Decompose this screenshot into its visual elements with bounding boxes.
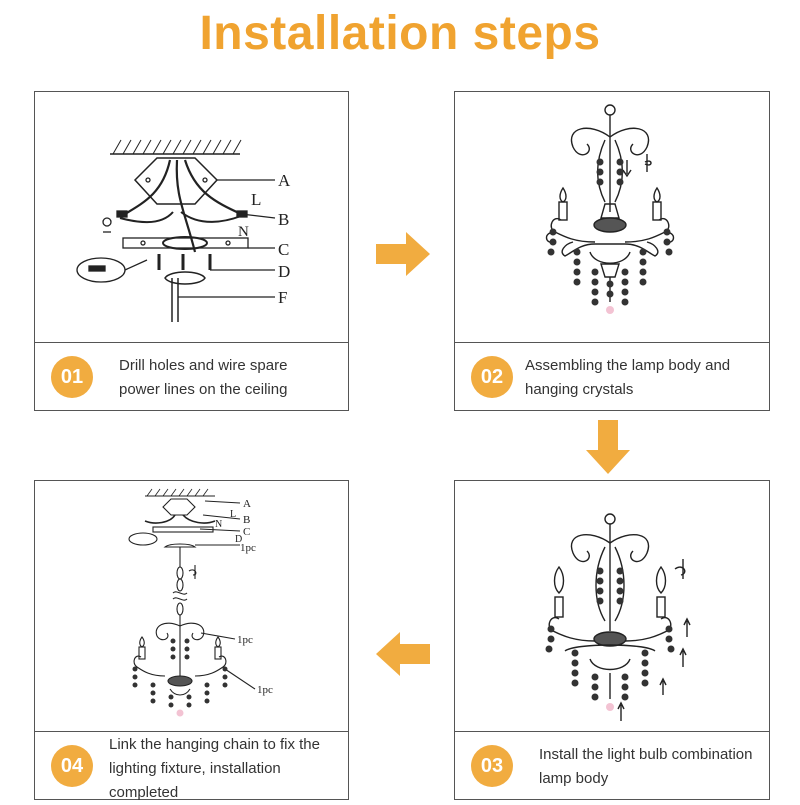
label-d: D (235, 534, 242, 545)
label-c: C (243, 526, 250, 538)
label-l: L (251, 190, 261, 209)
page-title: Installation steps (199, 7, 601, 60)
card-divider (35, 342, 348, 343)
label-c: C (278, 240, 289, 259)
caption-line: lamp body (539, 770, 609, 787)
card-divider (455, 731, 769, 732)
label-1pc: 1pc (240, 542, 256, 554)
step-card-1: A L B N C D F 01 Drill holes and wire sp… (34, 91, 349, 411)
label-b: B (278, 210, 289, 229)
caption-line: hanging crystals (525, 381, 634, 398)
label-l: L (230, 509, 236, 520)
caption-line: power lines on the ceiling (119, 381, 288, 398)
step-caption: Install the light bulb combination lamp … (539, 743, 752, 791)
step-caption: Assembling the lamp body and hanging cry… (525, 354, 730, 402)
step-number-badge: 04 (51, 745, 93, 787)
arrow-down-icon (586, 420, 630, 474)
step-card-2: 02 Assembling the lamp body and hanging … (454, 91, 770, 411)
card-divider (455, 342, 769, 343)
label-a: A (278, 171, 291, 190)
label-d: D (278, 262, 290, 281)
caption-line: Install the light bulb combination (539, 746, 753, 763)
caption-line: Link the hanging chain to fix the (109, 736, 320, 753)
caption-line: completed (109, 784, 179, 801)
step-card-3: 03 Install the light bulb combination la… (454, 480, 770, 800)
crystal-ball-icon (606, 306, 614, 314)
step-caption: Link the hanging chain to fix the lighti… (109, 733, 320, 805)
caption-line: Drill holes and wire spare (119, 357, 288, 374)
ceiling-wiring-diagram: A L B N C D F (76, 139, 291, 322)
label-a: A (243, 498, 251, 510)
label-b: B (243, 514, 250, 526)
caption-line: lighting fixture, installation (109, 760, 281, 777)
step-number-badge: 03 (471, 745, 513, 787)
card-divider (35, 731, 348, 732)
hanging-chain-diagram: A L B N C D 1pc 1pc 1pc (128, 488, 273, 717)
lamp-body-diagram (545, 104, 675, 314)
label-1pc: 1pc (257, 684, 273, 696)
label-f: F (278, 288, 287, 307)
bulb-installation-diagram (545, 513, 691, 721)
arrow-left-icon (376, 632, 430, 676)
label-1pc: 1pc (237, 634, 253, 646)
label-n: N (215, 519, 222, 530)
arrow-right-icon (376, 232, 430, 276)
step-number-badge: 01 (51, 356, 93, 398)
caption-line: Assembling the lamp body and (525, 357, 731, 374)
step-number-badge: 02 (471, 356, 513, 398)
label-n: N (238, 224, 249, 240)
step-card-4: A L B N C D 1pc 1pc 1pc 04 Link the hang… (34, 480, 349, 801)
step-caption: Drill holes and wire spare power lines o… (119, 354, 287, 402)
